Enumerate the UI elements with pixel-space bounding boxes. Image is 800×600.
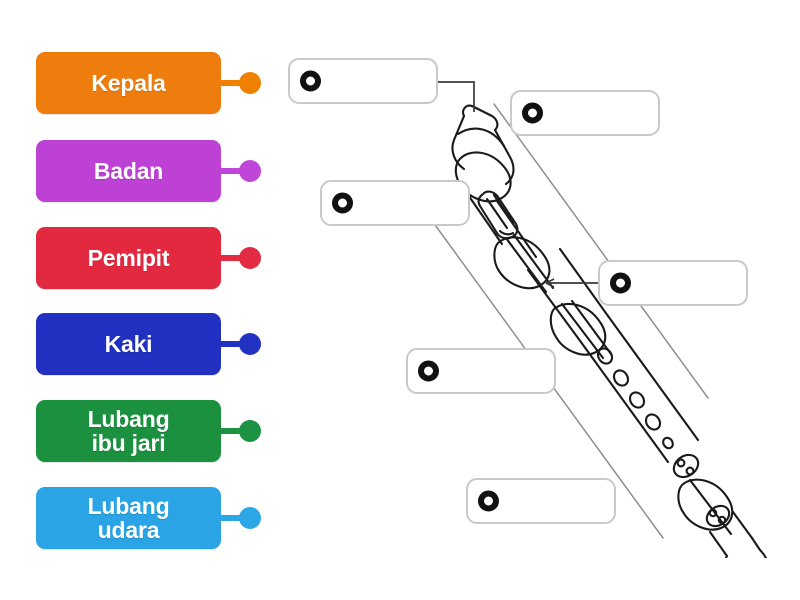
connector-stem [221,428,241,434]
leader-arrowhead-4 [545,278,555,288]
chip-label-text: Kepala [91,69,166,96]
label-chip-lubang-udara[interactable]: Lubang udara [36,487,261,549]
connector-badan [221,140,261,202]
connector-dot-icon[interactable] [239,420,261,442]
ring-marker-icon [418,360,439,382]
drop-target-1[interactable] [288,58,438,104]
connector-stem [221,168,241,174]
connector-lubang-ibu-jari [221,400,261,462]
connector-dot-icon[interactable] [239,507,261,529]
chip-body-badan[interactable]: Badan [36,140,221,202]
chip-label-text: Lubang ibu jari [87,405,170,456]
chip-body-lubang-udara[interactable]: Lubang udara [36,487,221,549]
chip-body-kaki[interactable]: Kaki [36,313,221,375]
connector-dot-icon[interactable] [239,333,261,355]
ring-marker-icon [478,490,499,512]
connector-dot-icon[interactable] [239,72,261,94]
drop-target-4[interactable] [598,260,748,306]
drop-target-2[interactable] [510,90,660,136]
connector-kaki [221,313,261,375]
label-chip-pemipit[interactable]: Pemipit [36,227,261,289]
leader-line-1 [438,81,475,112]
connector-kepala [221,52,261,114]
connector-pemipit [221,227,261,289]
chip-body-lubang-ibu-jari[interactable]: Lubang ibu jari [36,400,221,462]
ring-marker-icon [332,192,353,214]
chip-label-text: Pemipit [87,244,170,271]
drop-target-5[interactable] [406,348,556,394]
chip-label-text: Lubang udara [87,492,170,543]
label-chip-lubang-ibu-jari[interactable]: Lubang ibu jari [36,400,261,462]
drop-target-3[interactable] [320,180,470,226]
connector-dot-icon[interactable] [239,160,261,182]
connector-stem [221,515,241,521]
connector-stem [221,341,241,347]
connector-stem [221,80,241,86]
drop-target-6[interactable] [466,478,616,524]
label-chip-kepala[interactable]: Kepala [36,52,261,114]
connector-dot-icon[interactable] [239,247,261,269]
chip-label-text: Kaki [104,330,153,357]
diagram-image-panel [278,38,778,558]
connector-stem [221,255,241,261]
ring-marker-icon [610,272,631,294]
label-chip-badan[interactable]: Badan [36,140,261,202]
recorder-line-drawing [429,81,768,558]
ring-marker-icon [522,102,543,124]
connector-lubang-udara [221,487,261,549]
chip-label-text: Badan [93,157,164,184]
chip-body-kepala[interactable]: Kepala [36,52,221,114]
ring-marker-icon [300,70,321,92]
chip-body-pemipit[interactable]: Pemipit [36,227,221,289]
label-chip-kaki[interactable]: Kaki [36,313,261,375]
label-chip-list: Kepala Badan Pemipit [0,0,275,600]
